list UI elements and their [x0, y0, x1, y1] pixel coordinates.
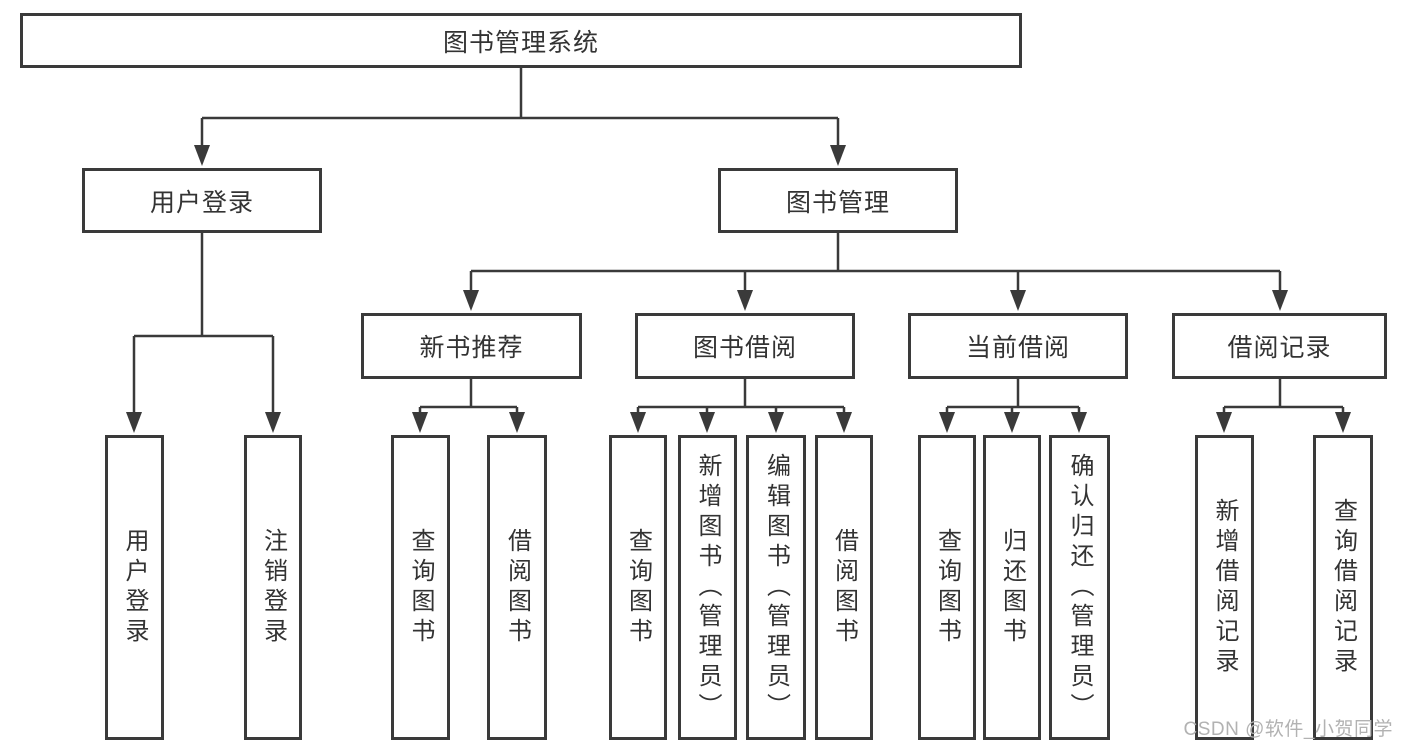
node-label: 查询图书	[407, 527, 434, 648]
csdn-watermark: CSDN @软件_小贺同学	[1183, 719, 1393, 740]
node-add-book-admin: 新增图书（管理员）	[678, 435, 737, 740]
node-return-books: 归还图书	[983, 435, 1041, 740]
node-label: 查询图书	[933, 527, 961, 648]
node-label: 新书推荐	[419, 334, 524, 362]
node-user-login-branch: 用户登录	[82, 168, 322, 233]
connector-root	[200, 68, 840, 150]
node-add-borrow-record: 新增借阅记录	[1195, 435, 1254, 740]
node-label: 借阅图书	[503, 527, 531, 648]
node-query-books-recommend: 查询图书	[391, 435, 450, 740]
node-label: 归还图书	[998, 527, 1026, 648]
connector-book-management	[469, 233, 1282, 295]
node-label: 查询图书	[624, 527, 652, 648]
node-label: 用户登录	[149, 188, 254, 217]
node-label: 查询借阅记录	[1329, 497, 1357, 678]
node-edit-book-admin: 编辑图书（管理员）	[746, 435, 806, 740]
node-label: 确认归还（管理员）	[1066, 452, 1093, 723]
node-current-borrowing: 当前借阅	[908, 313, 1128, 379]
node-label: 图书管理	[785, 188, 890, 217]
node-label: 注销登录	[259, 527, 287, 648]
node-confirm-return-admin: 确认归还（管理员）	[1049, 435, 1110, 740]
node-label: 图书借阅	[692, 334, 797, 362]
node-query-books-borrowing: 查询图书	[609, 435, 667, 740]
node-label: 借阅记录	[1227, 334, 1332, 362]
connector-new-book-recommend	[418, 379, 519, 416]
node-query-books-current: 查询图书	[918, 435, 976, 740]
node-root: 图书管理系统	[20, 13, 1022, 68]
node-label: 用户登录	[121, 527, 148, 648]
node-book-borrowing: 图书借阅	[635, 313, 855, 379]
node-label: 借阅图书	[830, 527, 858, 648]
node-user-login-leaf: 用户登录	[105, 435, 164, 740]
node-label: 新增图书（管理员）	[694, 452, 721, 723]
node-label: 当前借阅	[965, 334, 1070, 362]
connector-current-borrowing	[945, 379, 1081, 416]
connector-book-borrowing	[636, 379, 846, 416]
node-label: 图书管理系统	[442, 28, 599, 57]
node-logout: 注销登录	[244, 435, 302, 740]
node-borrow-books-borrowing: 借阅图书	[815, 435, 873, 740]
node-new-book-recommend: 新书推荐	[361, 313, 582, 379]
node-query-borrow-record: 查询借阅记录	[1313, 435, 1373, 740]
node-borrow-books-recommend: 借阅图书	[487, 435, 547, 740]
connector-borrowing-records	[1222, 379, 1345, 416]
connector-user-login	[132, 233, 275, 416]
node-label: 编辑图书（管理员）	[762, 452, 790, 723]
node-borrowing-records: 借阅记录	[1172, 313, 1387, 379]
node-book-management: 图书管理	[718, 168, 958, 233]
node-label: 新增借阅记录	[1211, 497, 1238, 678]
